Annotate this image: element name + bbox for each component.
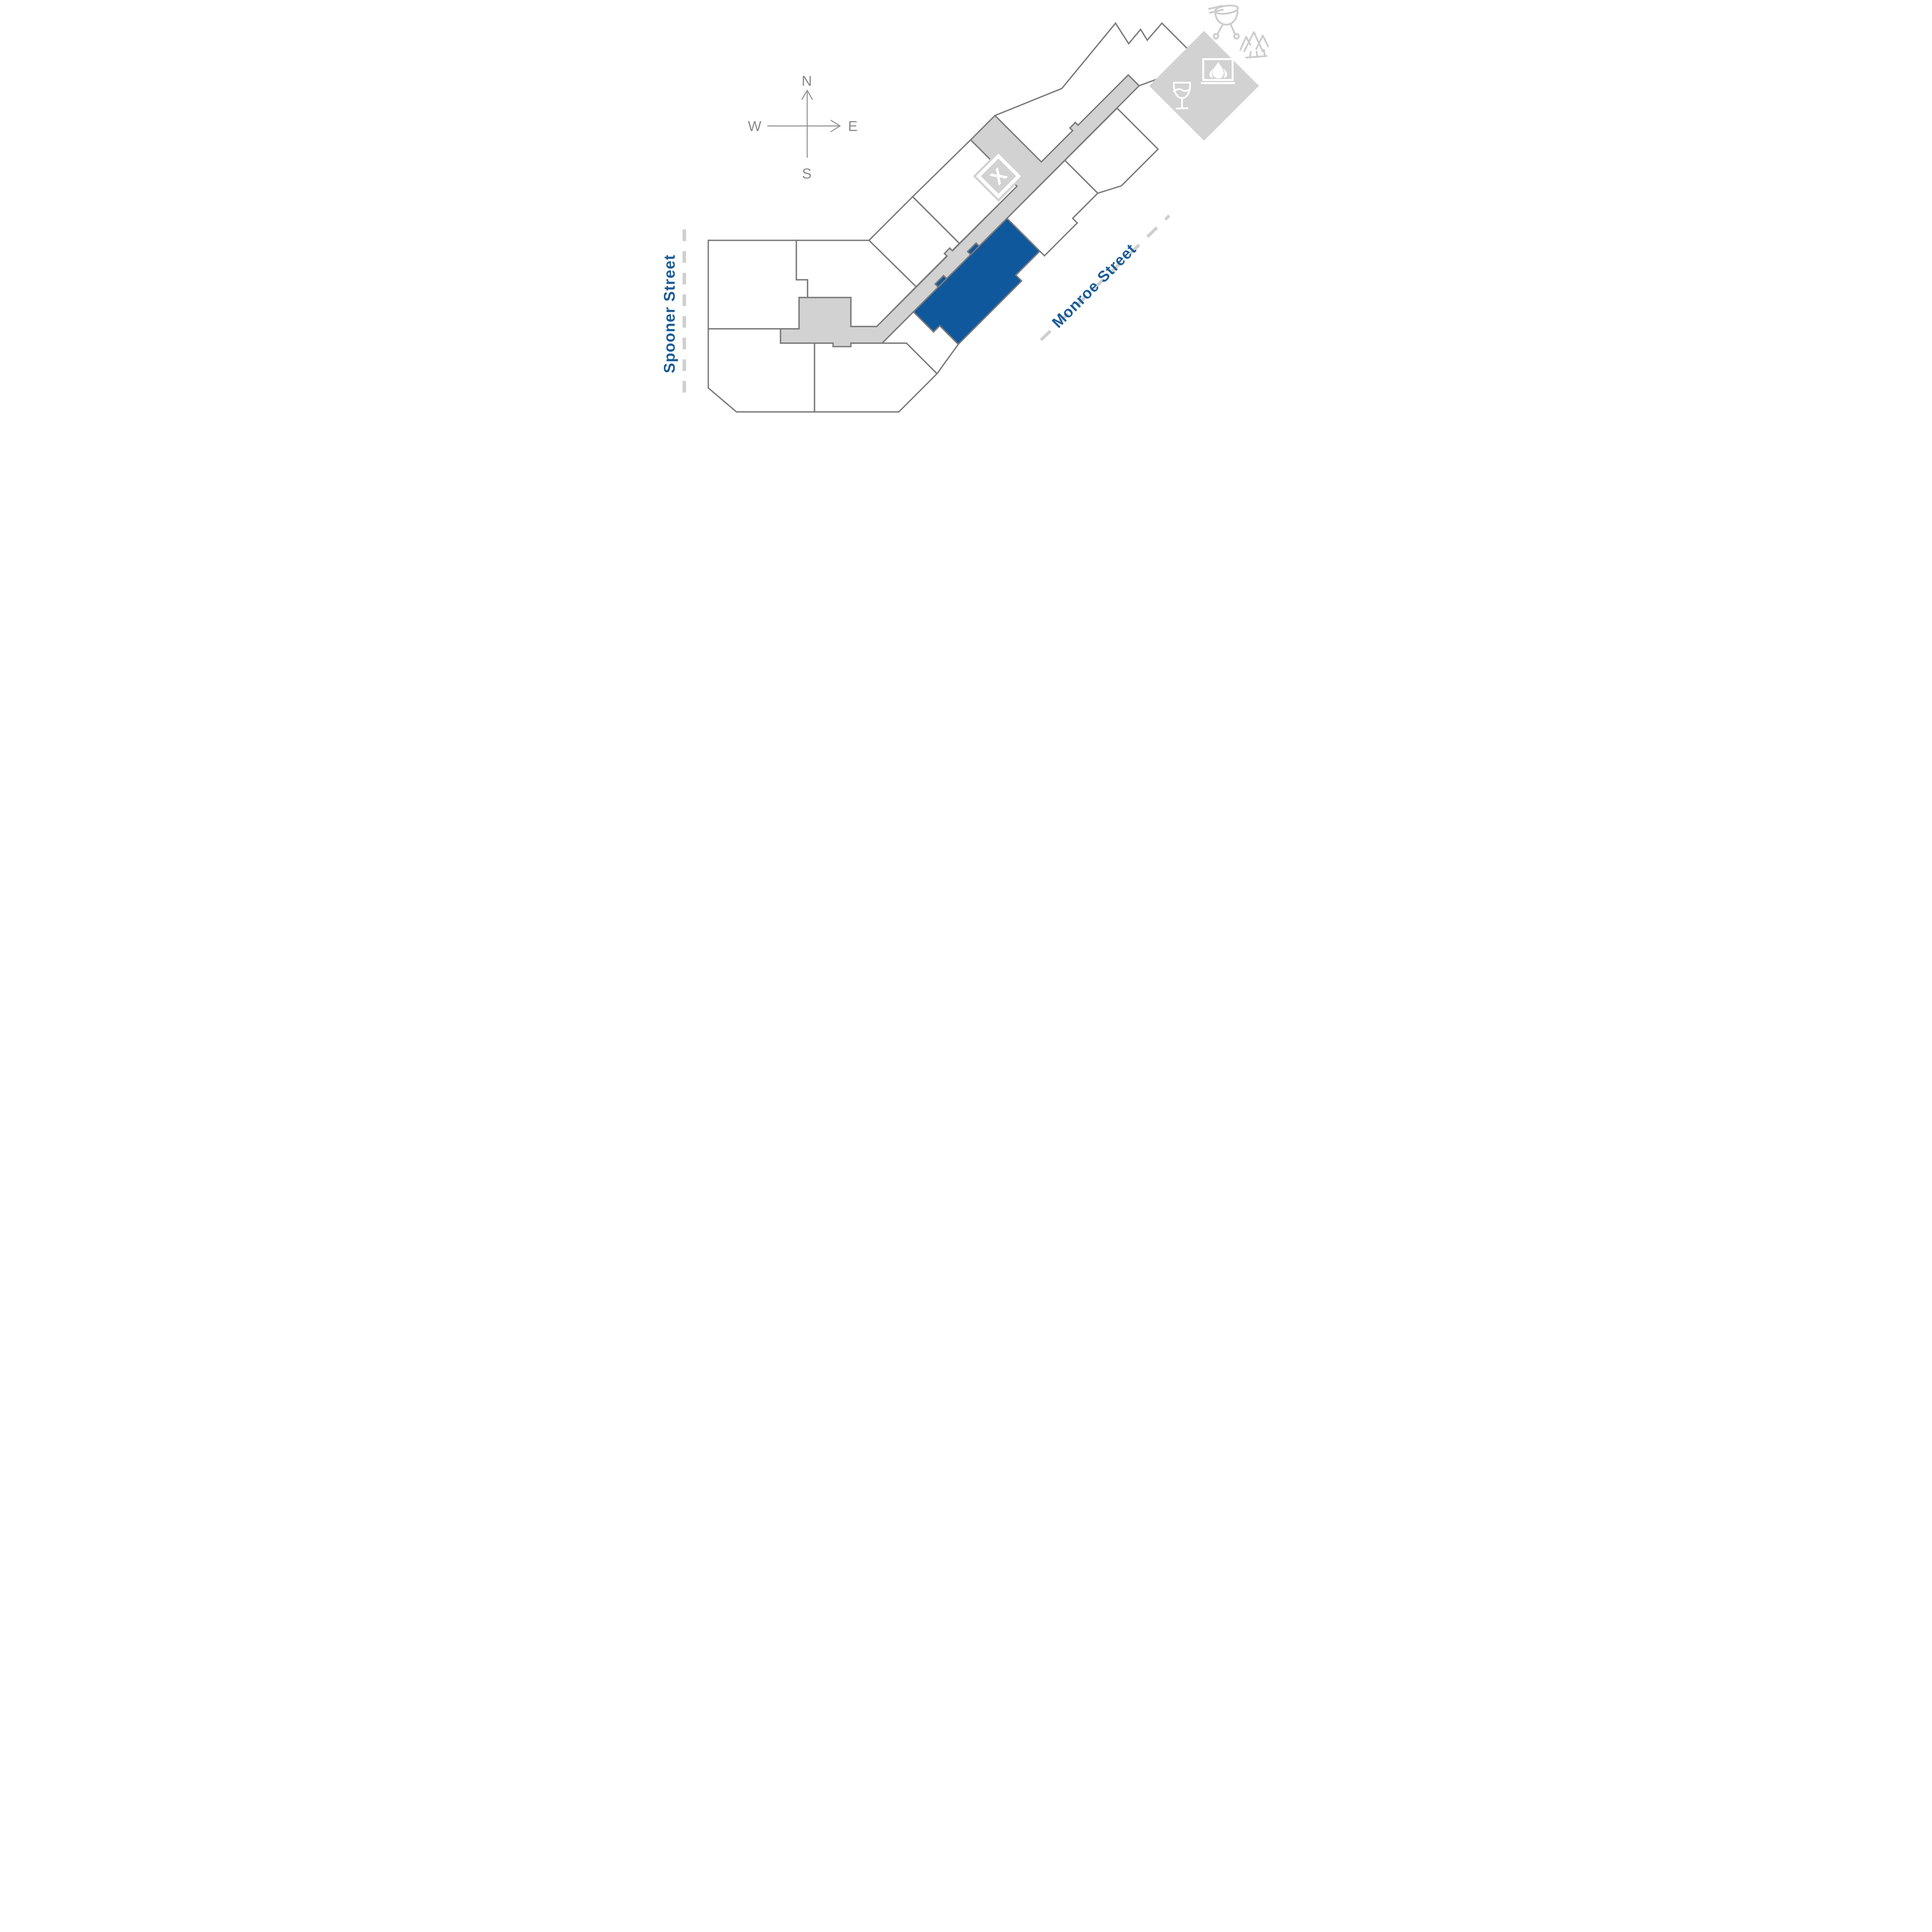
bbq-grill-icon xyxy=(1208,5,1240,40)
compass-north-label: N xyxy=(802,73,813,89)
compass-south-label: S xyxy=(802,166,813,182)
site-plan-page: X N S W E Spooner Street Monroe Street xyxy=(663,0,1269,413)
highlighted-unit-bump-2 xyxy=(966,242,980,256)
compass-east-arrow-icon xyxy=(830,119,841,133)
amenity-icons xyxy=(1173,5,1269,110)
monroe-street-dashed-line xyxy=(1040,214,1170,341)
corridor xyxy=(780,74,1140,347)
x-marker-frame xyxy=(976,153,1021,199)
highlighted-unit[interactable] xyxy=(912,217,1041,345)
compass-east-label: E xyxy=(848,118,859,134)
compass-west-label: W xyxy=(748,118,762,134)
spooner-street-label: Spooner Street xyxy=(663,254,678,373)
compass-north-arrow-icon xyxy=(801,89,813,100)
highlighted-unit-shape[interactable] xyxy=(912,217,1041,345)
site-map: X N S W E Spooner Street Monroe Street xyxy=(663,5,1269,413)
monroe-street-label: Monroe Street xyxy=(1049,240,1139,331)
pine-trees-icon xyxy=(1239,31,1269,59)
unit-west-1[interactable] xyxy=(707,240,808,330)
x-marker[interactable]: X xyxy=(973,151,1024,202)
building-units xyxy=(707,22,1203,413)
highlighted-unit-bump-1 xyxy=(934,274,948,288)
compass: N S W E xyxy=(748,73,859,182)
flame-glyph xyxy=(1209,62,1227,78)
wine-glass-icon xyxy=(1173,82,1191,110)
fireplace-icon xyxy=(1201,58,1235,84)
